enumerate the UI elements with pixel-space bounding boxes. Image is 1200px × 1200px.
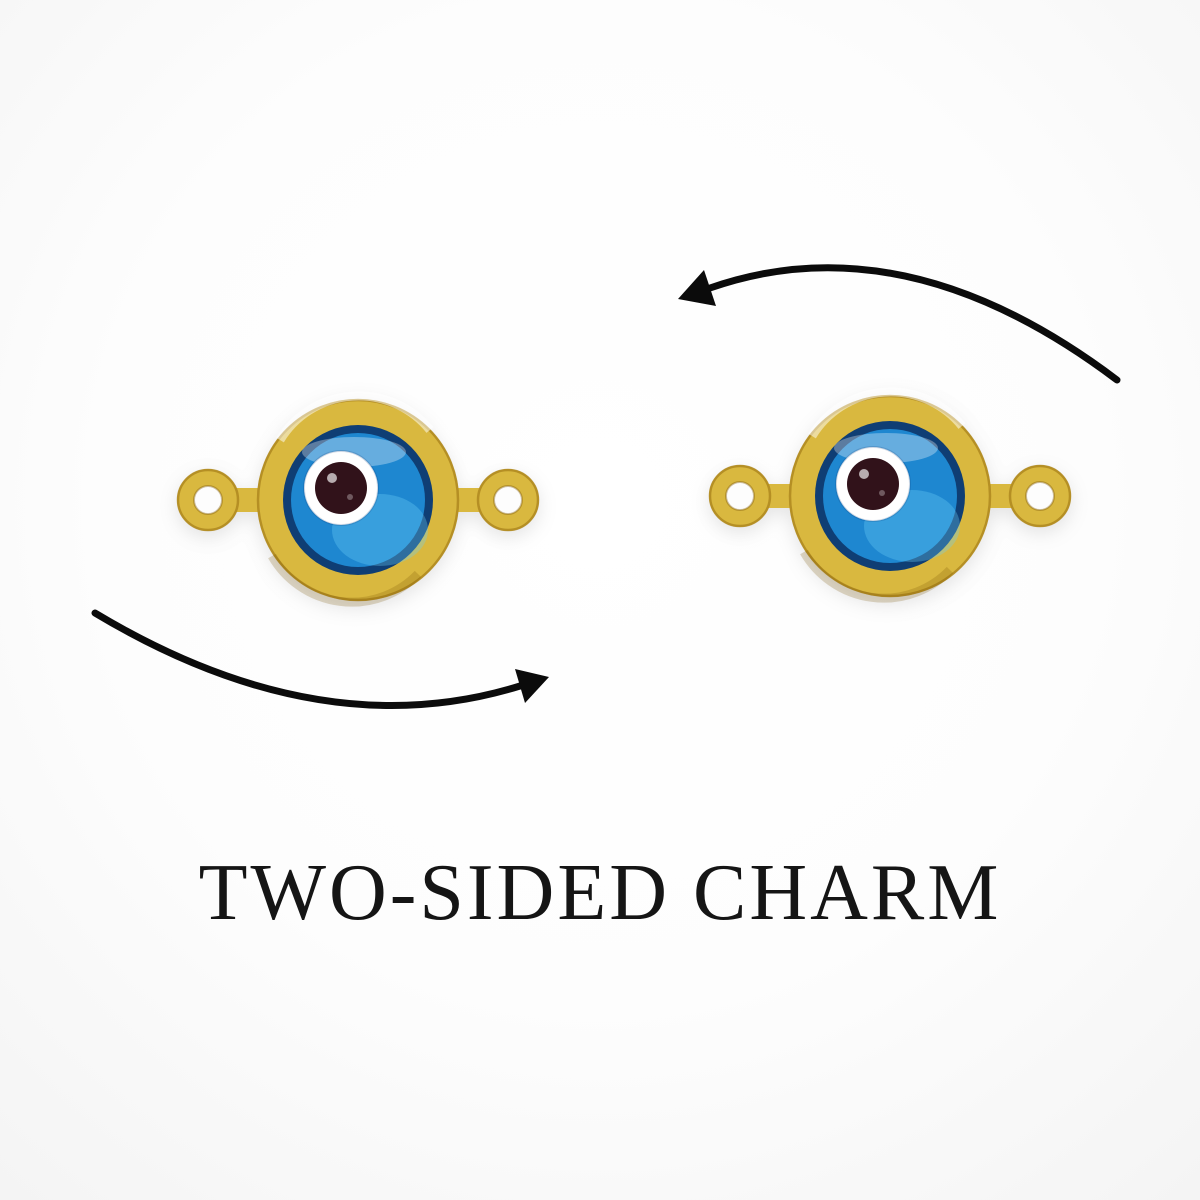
loop-right-hole — [494, 486, 522, 514]
connector-loop-right — [1008, 464, 1072, 528]
pupil-glint-small — [879, 490, 885, 496]
connector-loop-left — [708, 464, 772, 528]
bezel-highlight — [276, 391, 434, 443]
loop-right-hole-edge — [493, 485, 523, 515]
eye-white-edge — [835, 446, 911, 522]
loop-right-edge — [1008, 464, 1072, 528]
caption-two-sided-charm: TWO-SIDED CHARM — [198, 849, 1002, 937]
pupil-glint — [327, 473, 337, 483]
pupil-glint — [859, 469, 869, 479]
loop-left-edge — [176, 468, 240, 532]
rotation-arrow-top-icon — [678, 264, 1121, 384]
bezel-highlight — [808, 387, 966, 439]
loop-left-hole — [726, 482, 754, 510]
eye-pupil — [847, 458, 899, 510]
loop-right-hole-edge — [1025, 481, 1055, 511]
rotation-arrow-top-head — [678, 270, 716, 306]
rotation-arrow-bottom-curve — [91, 609, 524, 710]
evil-eye-charm-back — [708, 387, 1072, 603]
evil-eye-charm-front — [176, 391, 540, 607]
loop-left-hole-edge — [193, 485, 223, 515]
loop-left-hole-edge — [725, 481, 755, 511]
pupil-glint-small — [347, 494, 353, 500]
connector-loop-right — [476, 468, 540, 532]
bezel-shadow — [800, 549, 954, 603]
eye-pupil — [315, 462, 367, 514]
rotation-arrow-top-curve — [706, 264, 1121, 384]
loop-right-edge — [476, 468, 540, 532]
loop-right-hole — [1026, 482, 1054, 510]
loop-left-edge — [708, 464, 772, 528]
eye-white-edge — [303, 450, 379, 526]
connector-loop-left — [176, 468, 240, 532]
bezel-shadow — [268, 553, 422, 607]
loop-left-hole — [194, 486, 222, 514]
rotation-arrow-bottom-head — [515, 669, 549, 703]
rotation-arrow-bottom-icon — [91, 609, 549, 710]
